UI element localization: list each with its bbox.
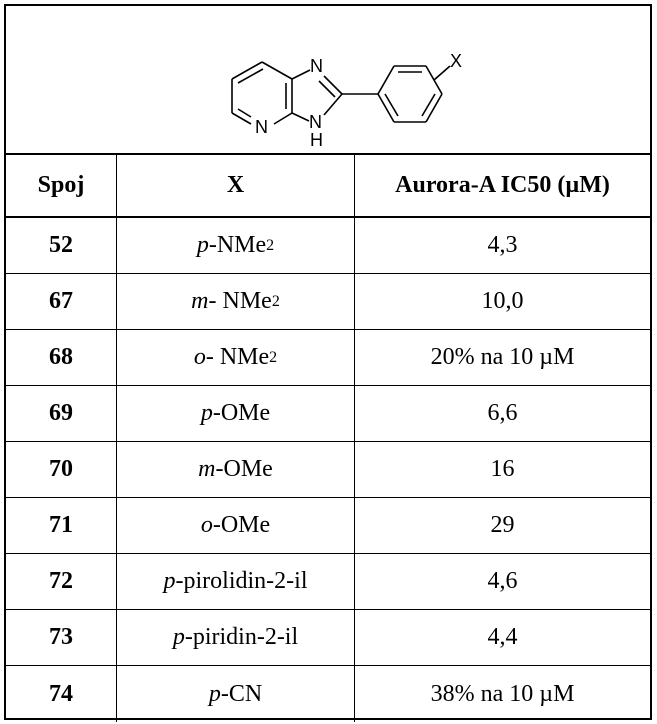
- substituent-separator: -: [208, 288, 223, 314]
- substituent-separator: -: [175, 568, 184, 594]
- cell-activity: 10,0: [481, 288, 524, 314]
- substituent-position: o: [200, 512, 213, 538]
- cell-activity: 4,6: [487, 568, 518, 594]
- cell-substituent: m-OMe: [117, 442, 355, 497]
- substituent-position: p: [172, 624, 185, 650]
- substituent-group: OMe: [220, 512, 271, 538]
- substituent-separator: -: [212, 512, 221, 538]
- cell-compound: 73: [6, 610, 117, 665]
- substituent-separator: -: [212, 400, 221, 426]
- substituent-subscript: 2: [271, 292, 280, 310]
- cell-compound: 70: [6, 442, 117, 497]
- substituent-group: NMe: [222, 288, 272, 314]
- cell-compound: 72: [6, 554, 117, 609]
- cell-substituent: p-CN: [117, 666, 355, 722]
- table-header-row: Spoj X Aurora-A IC50 (µM): [6, 155, 650, 218]
- substituent-position: m: [191, 288, 209, 314]
- cell-activity: 4,4: [487, 624, 518, 650]
- cell-compound: 74: [6, 666, 117, 722]
- cell-compound: 52: [6, 218, 117, 273]
- substituent-separator: -: [220, 680, 229, 707]
- cell-compound: 67: [6, 274, 117, 329]
- substituent-position: p: [163, 568, 176, 594]
- cell-substituent: p-piridin-2-il: [117, 610, 355, 665]
- substituent-group: CN: [228, 680, 263, 707]
- substituent-separator: -: [205, 344, 220, 370]
- cell-substituent: o-OMe: [117, 498, 355, 553]
- substituent-group: piridin-2-il: [192, 624, 299, 650]
- chemical-structure-panel: N N N H X: [6, 6, 650, 155]
- atom-nh-h: H: [310, 130, 323, 150]
- cell-compound: 69: [6, 386, 117, 441]
- substituent-position: p: [200, 400, 213, 426]
- cell-activity: 6,6: [487, 400, 518, 426]
- substituent-subscript: 2: [269, 348, 278, 366]
- substituent-group: OMe: [220, 400, 271, 426]
- cell-activity: 16: [490, 456, 515, 482]
- substituent-position: p: [196, 232, 209, 258]
- cell-activity: 38% na 10 µM: [430, 680, 575, 707]
- atom-substituent-x: X: [450, 51, 462, 71]
- atom-nh-n: N: [309, 112, 322, 132]
- header-substituent: X: [117, 155, 355, 216]
- header-compound: Spoj: [6, 155, 117, 216]
- substituent-group: NMe: [219, 344, 270, 370]
- cell-substituent: p-OMe: [117, 386, 355, 441]
- header-activity: Aurora-A IC50 (µM): [395, 172, 610, 198]
- cell-compound: 71: [6, 498, 117, 553]
- substituent-group: pirolidin-2-il: [183, 568, 308, 594]
- substituent-position: p: [208, 680, 221, 707]
- imidazopyridine-structure-drawing: N N N H X: [231, 51, 462, 150]
- cell-activity: 29: [490, 512, 515, 538]
- substituent-group: NMe: [216, 232, 267, 258]
- atom-n-pyridine: N: [255, 117, 268, 137]
- atom-n-top: N: [310, 56, 323, 76]
- cell-substituent: p-pirolidin-2-il: [117, 554, 355, 609]
- cell-activity: 20% na 10 µM: [430, 344, 575, 370]
- substituent-position: o: [193, 344, 206, 370]
- substituent-subscript: 2: [266, 236, 275, 254]
- substituent-separator: -: [215, 456, 224, 482]
- cell-activity: 4,3: [487, 232, 518, 258]
- substituent-separator: -: [184, 624, 193, 650]
- substituent-position: m: [198, 456, 216, 482]
- substituent-group: OMe: [223, 456, 273, 482]
- cell-compound: 68: [6, 330, 117, 385]
- substituent-separator: -: [208, 232, 217, 258]
